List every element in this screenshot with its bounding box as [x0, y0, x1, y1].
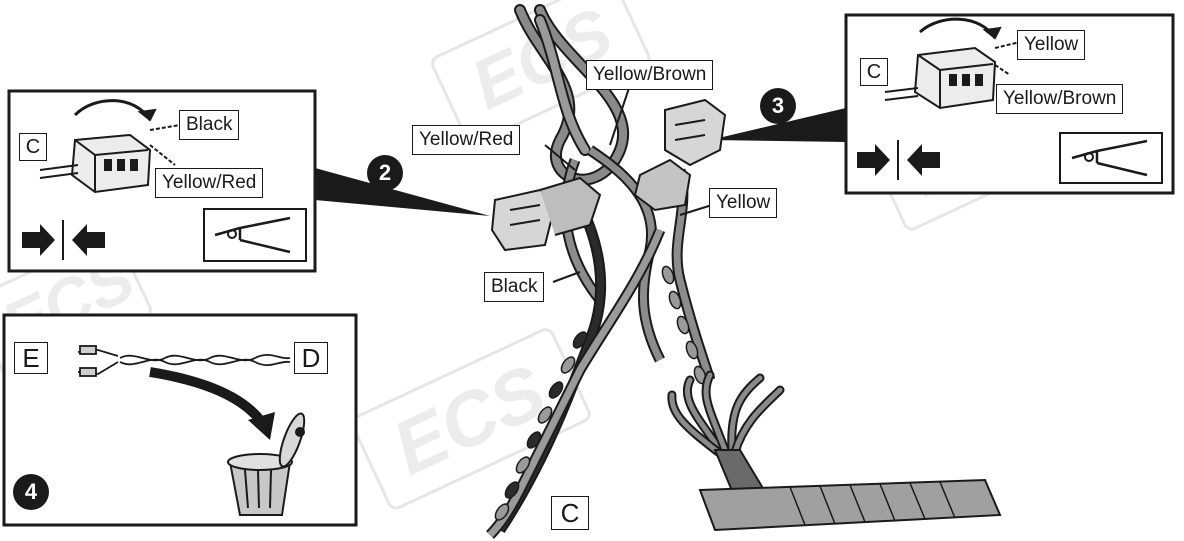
panel-left-label-yellow-red: Yellow/Red: [155, 168, 263, 198]
harness-sheath: [700, 450, 1000, 530]
panel-left-connector-label: C: [19, 133, 47, 161]
panel-right-connector-label: C: [860, 58, 888, 86]
panel-left-label-black: Black: [179, 110, 239, 140]
step-badge-2: 2: [367, 155, 403, 191]
harness-label-black: Black: [484, 272, 544, 302]
panel-bottom-label-e: E: [14, 342, 48, 374]
step-badge-4: 4: [13, 474, 49, 510]
panel-bottom-label-d: D: [294, 342, 328, 374]
crimp-pliers-icon: [204, 209, 306, 261]
harness-label-yellow-red: Yellow/Red: [412, 125, 520, 155]
panel-right-label-yellow-brown: Yellow/Brown: [996, 84, 1123, 114]
harness-connector-label-c: C: [551, 496, 589, 530]
step-badge-3: 3: [760, 88, 796, 124]
wire-bundle: [672, 375, 780, 452]
harness-label-yellow-brown: Yellow/Brown: [586, 60, 713, 90]
harness-label-yellow: Yellow: [709, 188, 777, 218]
crimp-pliers-icon-right: [1060, 133, 1162, 183]
connector-block-left: [492, 178, 600, 250]
panel-right-label-yellow: Yellow: [1017, 30, 1085, 60]
